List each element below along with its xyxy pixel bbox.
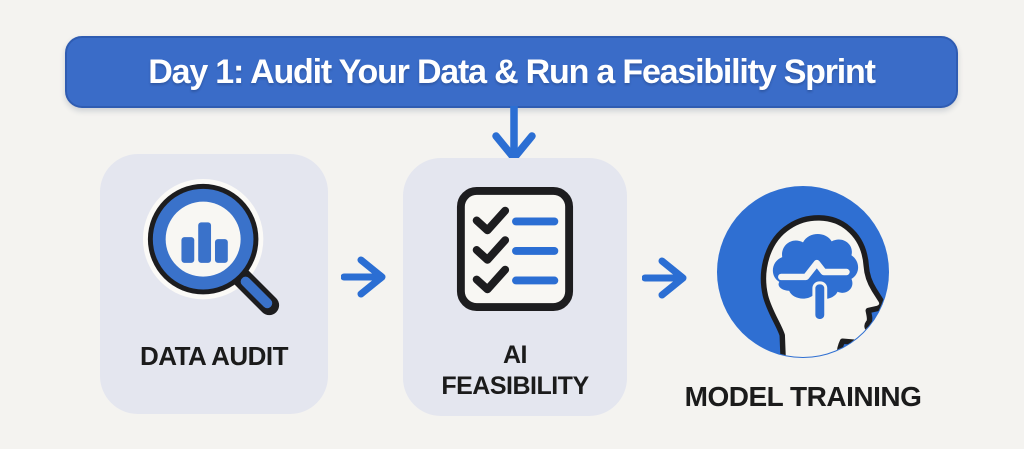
checklist-icon <box>454 184 576 319</box>
step-card-data-audit: DATA AUDIT <box>100 154 328 414</box>
magnifier-bar-chart-icon <box>140 176 288 329</box>
head-brain-icon <box>716 185 890 359</box>
step-label-line2: FEASIBILITY <box>441 372 589 400</box>
banner-title: Day 1: Audit Your Data & Run a Feasibili… <box>148 52 876 91</box>
right-arrow-icon <box>341 256 386 298</box>
right-arrow-icon <box>642 257 687 299</box>
step-label-line1: AI <box>503 341 528 369</box>
step-label-model-training: MODEL TRAINING <box>684 381 922 412</box>
banner: Day 1: Audit Your Data & Run a Feasibili… <box>65 36 958 108</box>
step-label-ai-feasibility: AI FEASIBILITY <box>403 340 627 402</box>
step-label-data-audit: DATA AUDIT <box>139 341 289 371</box>
step-card-ai-feasibility: AI FEASIBILITY <box>403 158 627 416</box>
